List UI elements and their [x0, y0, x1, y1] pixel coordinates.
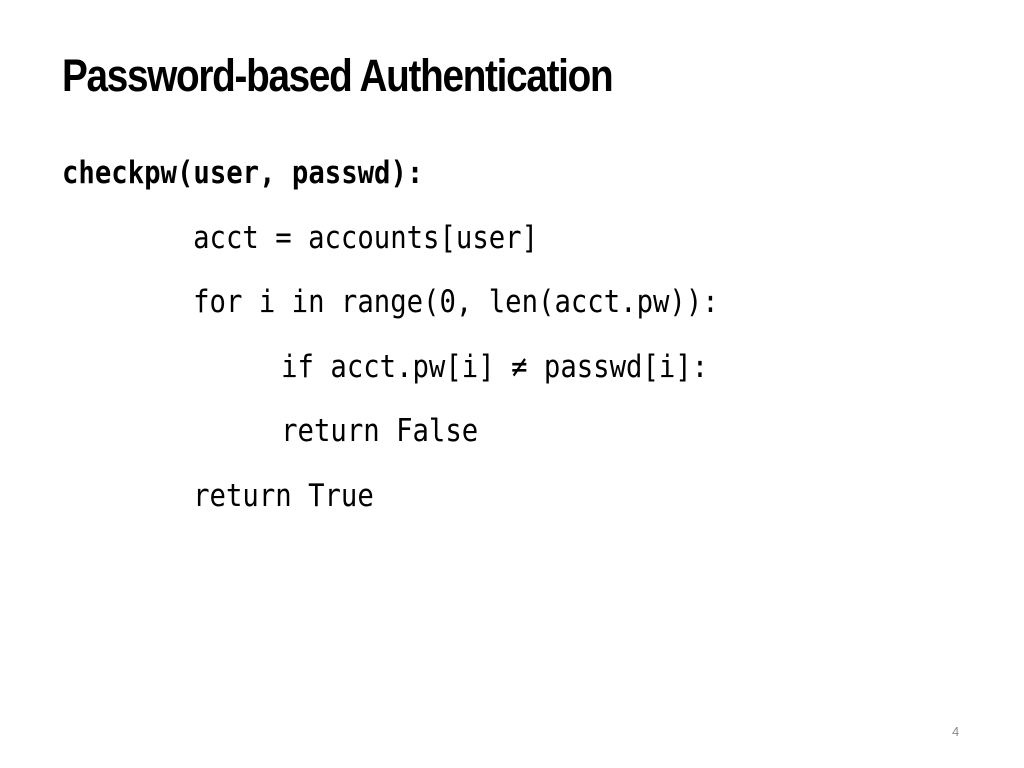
code-line-if-compare: if acct.pw[i] ≠ passwd[i]: [281, 348, 709, 385]
code-line-for-loop: for i in range(0, len(acct.pw)): [193, 284, 719, 320]
code-block: checkpw(user, passwd): acct = accounts[u… [62, 148, 808, 535]
code-line-account-lookup: acct = accounts[user] [193, 219, 539, 256]
slide-number: 4 [952, 724, 960, 739]
slide-title: Password-based Authentication [62, 50, 614, 101]
code-line-return-true: return True [193, 477, 374, 514]
code-line-return-false: return False [281, 413, 479, 449]
code-line-function-signature: checkpw(user, passwd): [62, 155, 424, 191]
